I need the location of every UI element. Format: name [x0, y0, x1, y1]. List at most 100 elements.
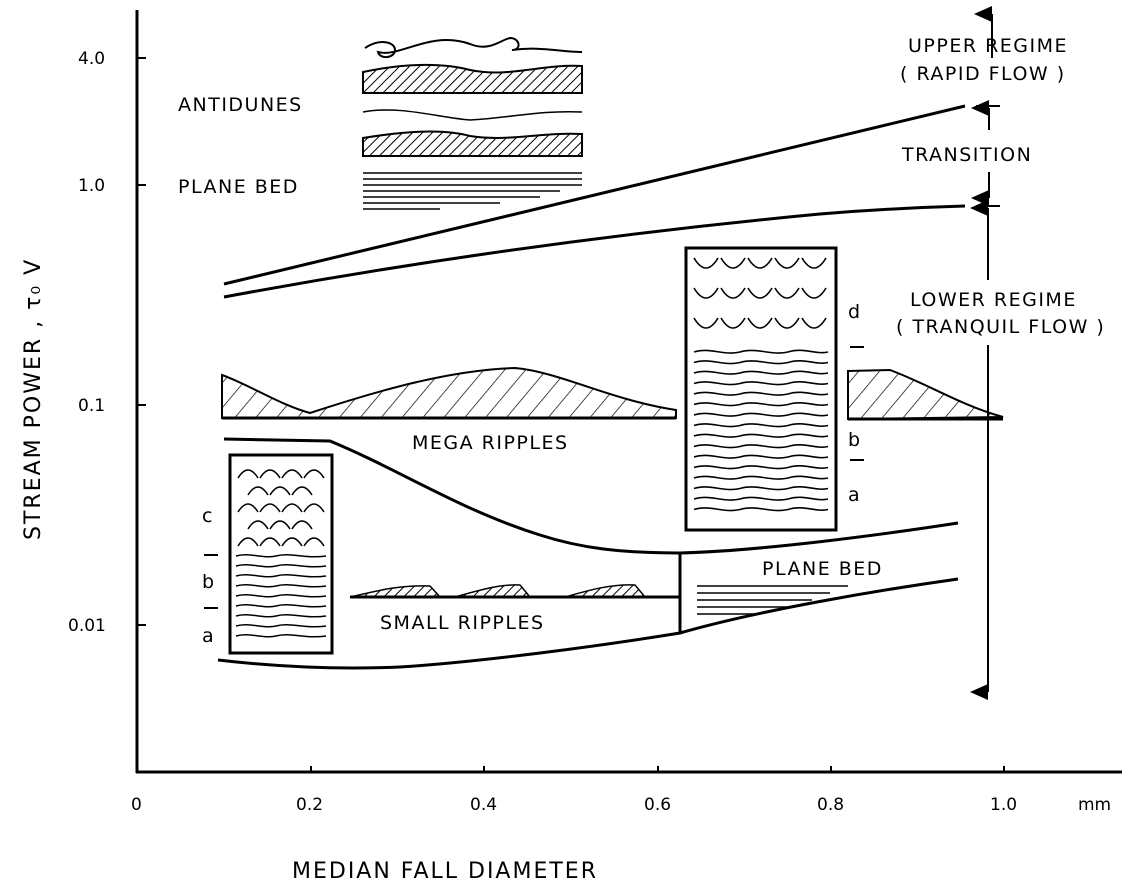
- plane-bed-upper-label: PLANE BED: [178, 176, 299, 198]
- left-inset-lamina-mark: [235, 563, 327, 568]
- right-inset-trough-mark: [801, 257, 827, 269]
- y-tick-label-0-01: 0.01: [68, 616, 106, 636]
- right-inset-lamina-mark: [693, 507, 829, 512]
- plane-bed-lower-label: PLANE BED: [762, 558, 883, 580]
- transition-label: TRANSITION: [901, 144, 1032, 166]
- left-inset-trough-mark: [259, 537, 281, 547]
- x-tick-label-0-6: 0.6: [644, 795, 671, 815]
- right-inset-lamina-mark: [693, 402, 829, 407]
- megaripple-profile: [221, 366, 1004, 421]
- right-inset-lamina-mark: [693, 349, 829, 354]
- small-ripple-lower-boundary: [217, 577, 959, 670]
- upper-regime-sublabel: ( RAPID FLOW ): [900, 63, 1066, 85]
- right-inset-trough-mark: [774, 317, 800, 329]
- right-inset-trough-mark: [693, 257, 719, 269]
- upper-transition-boundary: [223, 104, 966, 286]
- left-inset-trough-mark: [247, 486, 269, 496]
- right-inset-trough-mark: [720, 317, 746, 329]
- right-inset-lamina-mark: [693, 486, 829, 491]
- lower-transition-boundary: [223, 204, 966, 299]
- left-inset-letter-a: a: [202, 625, 215, 647]
- x-tick-label-1-0: 1.0: [990, 795, 1017, 815]
- right-inset-lamina-mark: [693, 433, 829, 438]
- right-inset-lamina-mark: [693, 412, 829, 417]
- right-inset-trough-mark: [801, 317, 827, 329]
- right-inset-lamina-mark: [693, 391, 829, 396]
- right-inset-trough-mark: [801, 287, 827, 299]
- right-inset-letter-a: a: [848, 484, 861, 506]
- left-inset-lamina-mark: [235, 553, 327, 558]
- left-inset-trough-mark: [291, 520, 313, 530]
- left-inset-letter-c: c: [202, 505, 214, 527]
- left-inset-trough-mark: [303, 537, 325, 547]
- left-inset-lamina-mark: [235, 623, 327, 628]
- left-inset-trough-mark: [259, 503, 281, 513]
- x-unit-label: mm: [1078, 795, 1111, 815]
- left-inset-trough-mark: [281, 537, 303, 547]
- y-tick-label-1: 1.0: [78, 176, 105, 196]
- left-inset-trough-mark: [269, 486, 291, 496]
- x-ticks: [310, 766, 1005, 772]
- left-inset-lamina-mark: [235, 633, 327, 638]
- right-inset-trough-mark: [720, 287, 746, 299]
- x-tick-label-0-2: 0.2: [296, 795, 323, 815]
- megaripple-lower-boundary: [223, 437, 959, 555]
- left-inset-trough-mark: [237, 469, 259, 479]
- right-inset-trough-mark: [747, 257, 773, 269]
- lower-regime-sublabel: ( TRANQUIL FLOW ): [896, 316, 1105, 338]
- left-inset-trough-mark: [303, 469, 325, 479]
- right-inset-trough-mark: [720, 257, 746, 269]
- right-inset-trough-mark: [747, 287, 773, 299]
- small-ripples-label: SMALL RIPPLES: [380, 612, 545, 634]
- right-inset-lamina-mark: [693, 381, 829, 386]
- left-inset-lamina-mark: [235, 593, 327, 598]
- right-inset-lamina-mark: [693, 360, 829, 365]
- left-inset-trough-mark: [237, 503, 259, 513]
- upper-regime-label: UPPER REGIME: [908, 35, 1068, 57]
- plane-bed-laminae: [697, 585, 848, 615]
- left-inset-trough-mark: [237, 537, 259, 547]
- mega-ripples-label: MEGA RIPPLES: [412, 432, 569, 454]
- right-inset-lamina-mark: [693, 454, 829, 459]
- y-tick-label-0-1: 0.1: [78, 396, 105, 416]
- right-inset-letter-d: d: [848, 301, 862, 323]
- y-ticks: [137, 57, 146, 626]
- lower-regime-label: LOWER REGIME: [910, 289, 1077, 311]
- right-inset-trough-mark: [774, 257, 800, 269]
- right-inset-trough-mark: [693, 317, 719, 329]
- antidunes-label: ANTIDUNES: [178, 94, 303, 116]
- y-tick-label-4: 4.0: [78, 49, 105, 69]
- x-tick-label-0: 0: [131, 795, 142, 815]
- right-inset-lamina-mark: [693, 496, 829, 501]
- right-inset-lamina-mark: [693, 465, 829, 470]
- left-inset-trough-mark: [281, 503, 303, 513]
- left-inset-lamina-mark: [235, 613, 327, 618]
- right-inset-trough-mark: [774, 287, 800, 299]
- left-inset-box: [228, 453, 334, 655]
- left-inset-trough-mark: [281, 469, 303, 479]
- left-inset-trough-mark: [291, 486, 313, 496]
- right-inset-trough-mark: [747, 317, 773, 329]
- left-inset-lamina-mark: [235, 573, 327, 578]
- x-tick-label-0-8: 0.8: [817, 795, 844, 815]
- left-inset-trough-mark: [303, 503, 325, 513]
- left-inset-lamina-mark: [235, 583, 327, 588]
- right-inset-letter-b: b: [848, 429, 862, 451]
- right-inset-lamina-mark: [693, 444, 829, 449]
- left-inset-letter-b: b: [202, 571, 216, 593]
- left-inset-trough-mark: [259, 469, 281, 479]
- right-inset-trough-mark: [693, 287, 719, 299]
- antidune-sketch: [362, 36, 583, 210]
- right-inset-lamina-mark: [693, 370, 829, 375]
- right-inset-lamina-mark: [693, 423, 829, 428]
- x-axis-title: MEDIAN FALL DIAMETER: [292, 859, 598, 884]
- small-ripple-profile: [349, 584, 680, 599]
- left-inset-lamina-mark: [235, 603, 327, 608]
- right-inset-lamina-mark: [693, 475, 829, 480]
- y-axis-title: STREAM POWER , τ₀ V: [21, 258, 46, 540]
- x-tick-label-0-4: 0.4: [470, 795, 497, 815]
- left-inset-trough-mark: [269, 520, 291, 530]
- right-inset-box: [684, 246, 838, 532]
